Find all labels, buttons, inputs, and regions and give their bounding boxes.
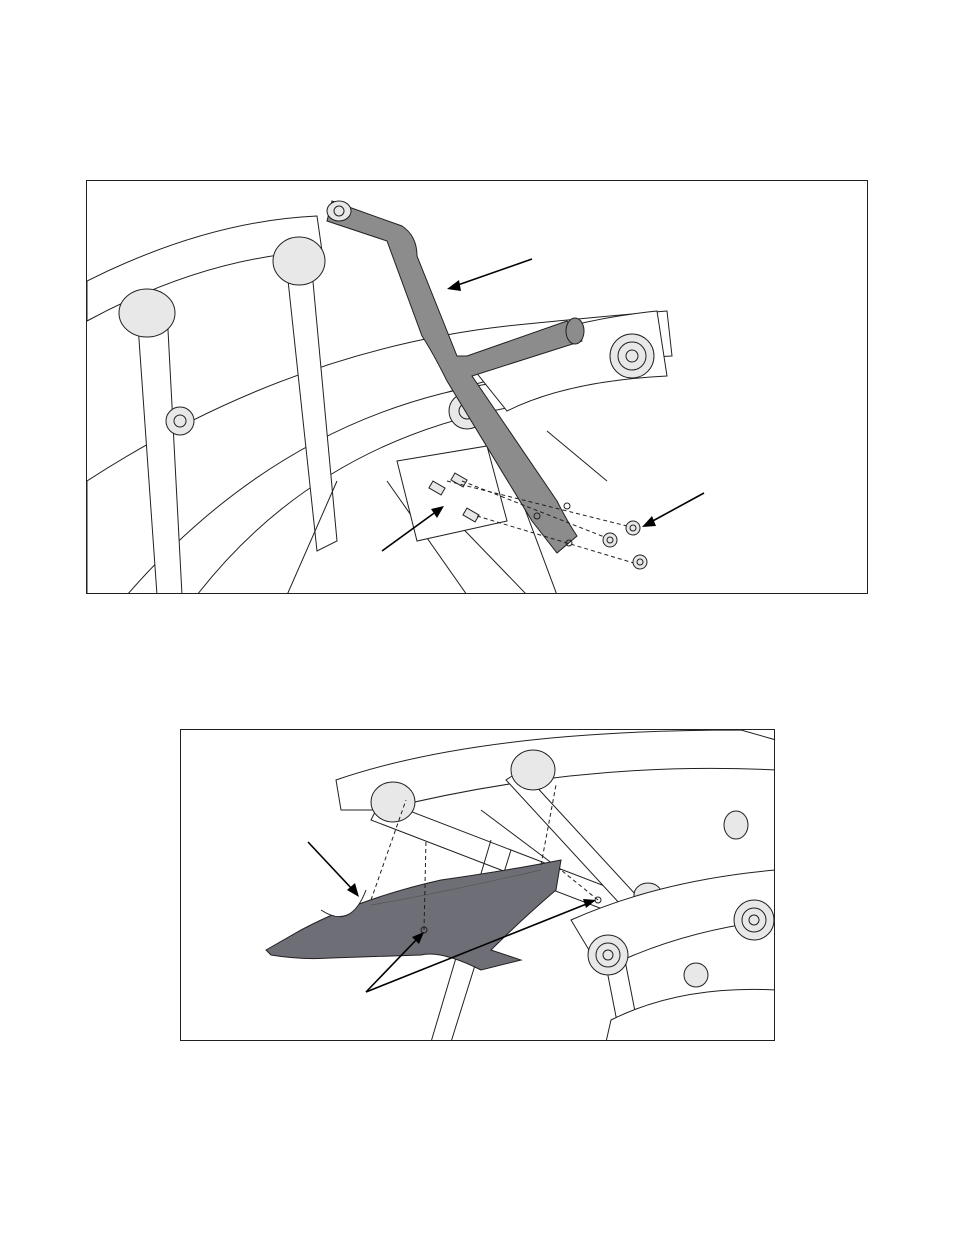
callout-arrow-nut: [648, 492, 705, 524]
handlebar-illustration: [87, 200, 705, 593]
callout-arrow-handlebar: [454, 258, 533, 287]
callout-arrow-bolt: [381, 510, 438, 552]
callout-arrow-screw-right: [365, 902, 590, 993]
callout-arrow-shroud: [307, 841, 354, 891]
figure-handlebar-assembly: [86, 180, 868, 594]
figure-shroud-assembly: [180, 729, 775, 1041]
shroud-illustration: [265, 730, 774, 1040]
callout-arrow-screw-left: [365, 937, 419, 993]
